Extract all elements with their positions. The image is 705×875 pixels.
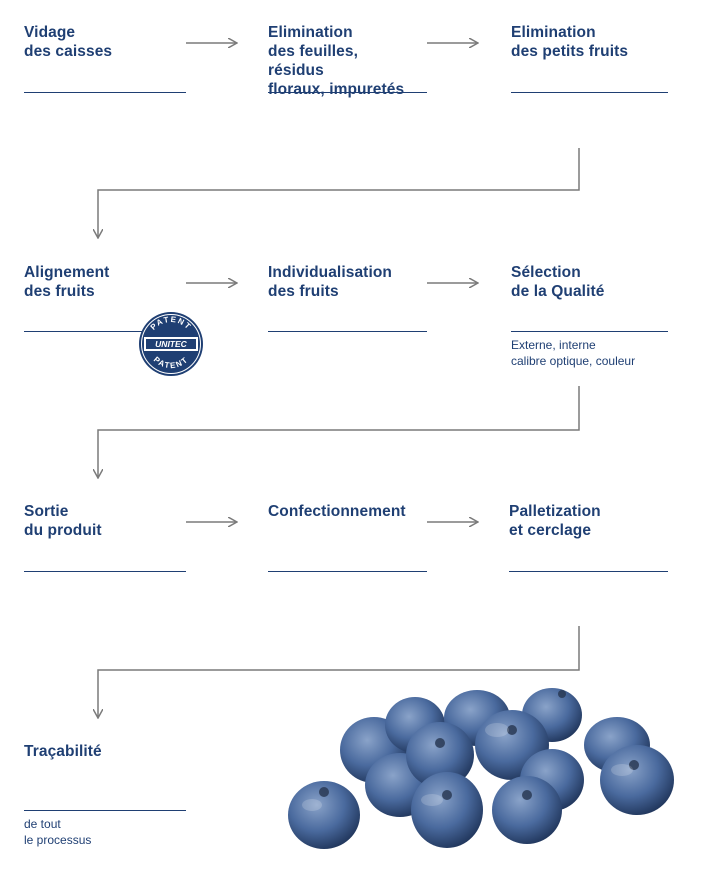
connector-row1-row2 [98, 148, 580, 238]
divider [268, 571, 427, 572]
patent-badge-icon: PATENT UNITEC PATENT [139, 312, 203, 376]
step-vidage: Vidage des caisses [24, 24, 113, 60]
step-tracabilite: Traçabilité [24, 743, 102, 760]
divider [24, 331, 144, 332]
step-confectionnement: Confectionnement [268, 503, 406, 520]
step-individualisation: Individualisation des fruits [268, 264, 392, 300]
selection-note: Externe, interne calibre optique, couleu… [511, 338, 636, 368]
blueberries-image [288, 688, 674, 849]
connector-row2-row3 [98, 386, 580, 478]
divider [268, 92, 427, 93]
tracabilite-note: de tout le processus [24, 817, 92, 847]
step-selection-qualite: Sélection de la Qualité [511, 264, 605, 300]
divider [24, 810, 186, 811]
step-elimination-petits-fruits: Elimination des petits fruits [511, 24, 629, 60]
divider [24, 571, 186, 572]
step-elimination-feuilles: Elimination des feuilles, résidus florau… [268, 24, 405, 98]
divider [511, 92, 668, 93]
connector-row3-row4 [98, 626, 580, 718]
badge-center-text: UNITEC [155, 339, 188, 349]
divider [24, 92, 186, 93]
divider [511, 331, 668, 332]
step-palletization: Palletization et cerclage [509, 503, 601, 539]
divider [509, 571, 668, 572]
step-sortie: Sortie du produit [24, 503, 102, 539]
divider [268, 331, 427, 332]
step-alignement: Alignement des fruits [24, 264, 110, 300]
